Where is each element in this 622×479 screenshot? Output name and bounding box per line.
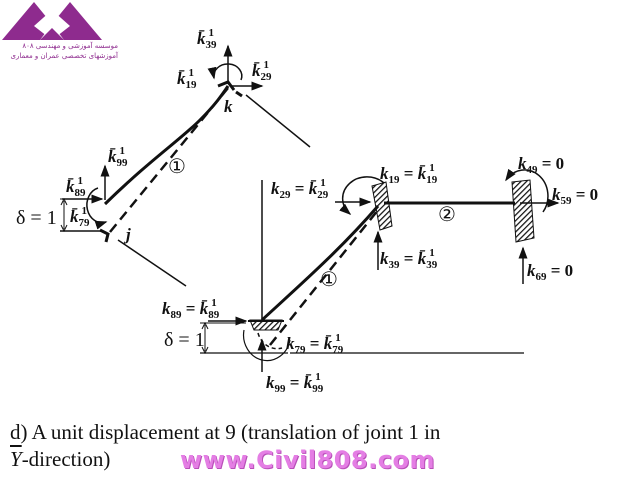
caption-line2: Y-direction) — [10, 447, 110, 472]
watermark-link[interactable]: www.Civil808.com — [180, 446, 435, 474]
caption-line1: d) A unit displacement at 9 (translation… — [10, 420, 441, 444]
member1-original-lower — [269, 209, 379, 346]
label-k99-eq: k99 = k̄991 — [266, 371, 324, 395]
logo-text-line1: موسسه آموزشی و مهندسی ۸۰۸ — [22, 42, 118, 50]
label-k59-eq: k59 = 0 — [552, 185, 599, 207]
label-k69-eq: k69 = 0 — [527, 261, 574, 283]
label-joint-j: j — [126, 225, 131, 244]
label-delta-left: δ = 1 — [16, 207, 57, 229]
logo-mark-icon — [2, 2, 102, 40]
label-k39-bar: k̄391 — [197, 27, 217, 51]
logo-text-line2: آموزشهای تخصصی عمران و معماری — [10, 52, 118, 60]
label-member1-lower: ① — [320, 269, 338, 291]
caption-direction-text: -direction) — [21, 447, 111, 471]
joint1-hatch — [371, 181, 393, 231]
member1-deflected-lower — [260, 205, 380, 322]
member1-deflected-upper — [103, 85, 230, 206]
label-k89-bar: k̄891 — [66, 175, 86, 199]
label-k89-eq: k89 = k̄891 — [162, 297, 220, 321]
right-support-hatch — [511, 179, 535, 243]
k79-moment-arrow — [257, 332, 283, 350]
k19-moment-arrow — [339, 176, 385, 215]
institute-logo: موسسه آموزشی و مهندسی ۸۰۸ آموزشهای تخصصی… — [0, 0, 130, 66]
label-k29-bar: k̄291 — [252, 59, 272, 83]
label-delta-bottom: δ = 1 — [164, 329, 205, 351]
label-k19-eq: k19 = k̄191 — [380, 162, 438, 186]
leader-line-k — [245, 94, 311, 148]
caption-y-symbol: Y — [10, 447, 22, 471]
k49-moment-arrow — [505, 168, 549, 213]
k79-bar-moment-arrow — [86, 187, 108, 230]
label-k79-bar: k̄791 — [70, 205, 90, 229]
label-k29-eq: k29 = k̄291 — [271, 177, 329, 201]
k19-bar-moment-arrow — [207, 63, 243, 81]
label-k39-eq: k39 = k̄391 — [380, 247, 438, 271]
label-k49-eq: k49 = 0 — [518, 154, 565, 176]
label-k79-eq: k79 = k̄791 — [286, 332, 344, 356]
label-joint-k: k — [224, 97, 233, 116]
leader-line-j — [117, 239, 187, 287]
joint-j-marker — [99, 228, 110, 243]
label-k19-bar: k̄191 — [177, 67, 197, 91]
label-member1-upper: ① — [168, 156, 186, 178]
label-member2: ② — [438, 204, 456, 226]
label-k99-bar: k̄991 — [108, 145, 128, 169]
